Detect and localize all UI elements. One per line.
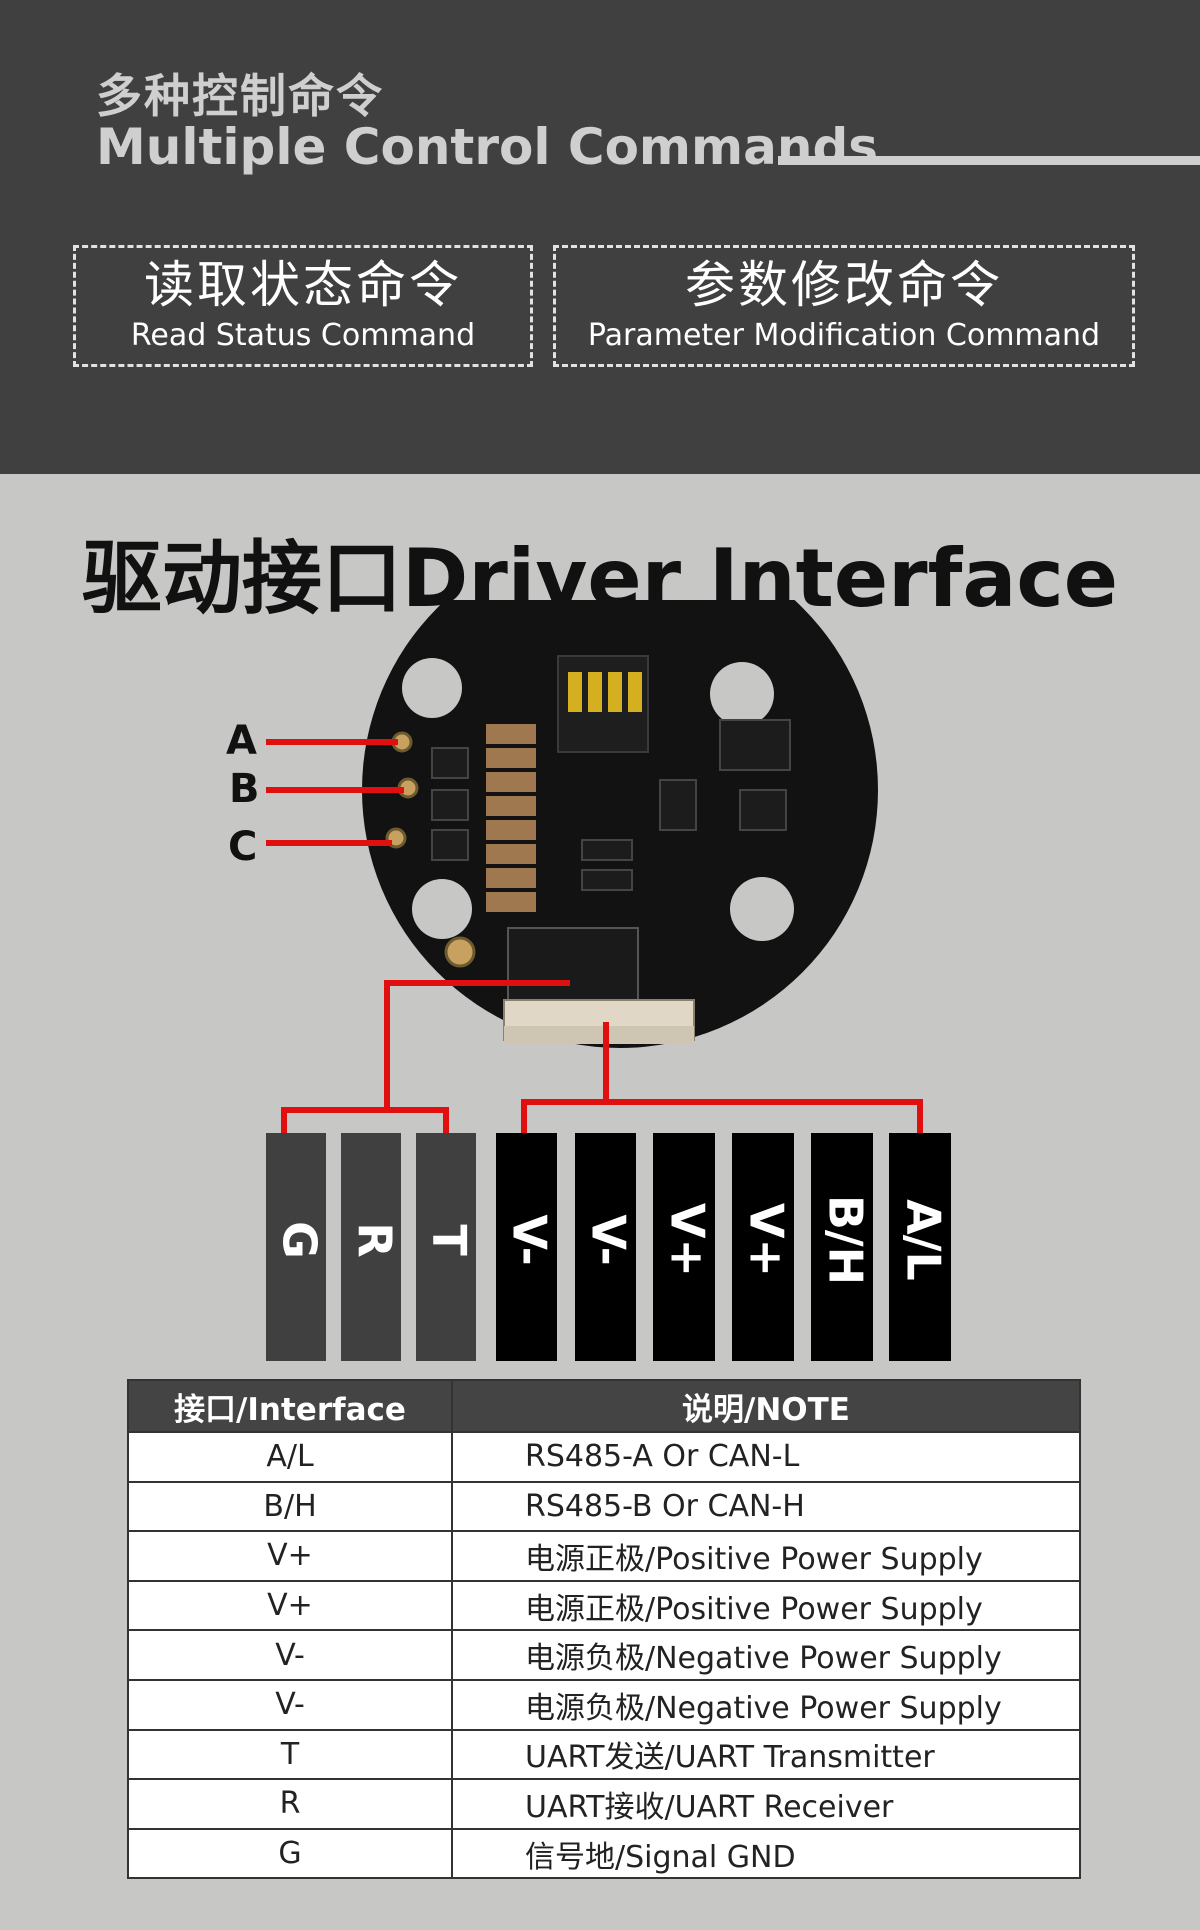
interface-cell: B/H bbox=[127, 1480, 453, 1533]
connector-pin-g bbox=[266, 1133, 326, 1361]
connector-pin-r bbox=[341, 1133, 401, 1361]
connector-pin-bh-label: B/H bbox=[819, 1195, 873, 1285]
phase-pin-c-label: C bbox=[228, 824, 257, 870]
header-banner: 多种控制命令 Multiple Control Commands 读取状态命令 … bbox=[0, 0, 1200, 474]
connector-pin-v-plus-1 bbox=[653, 1133, 715, 1361]
interface-cell: T bbox=[127, 1728, 453, 1781]
note-cell: UART发送/UART Transmitter bbox=[451, 1728, 1081, 1781]
read-status-command-box: 读取状态命令 Read Status Command bbox=[73, 245, 533, 367]
mounting-hole-icon bbox=[402, 658, 462, 718]
phase-pin-a-label: A bbox=[226, 718, 257, 764]
connector-pins: G R T V- V- V+ V+ B/H A/L bbox=[266, 1133, 951, 1361]
table-row: V- 电源负极/Negative Power Supply bbox=[127, 1629, 1081, 1681]
note-cell: 电源正极/Positive Power Supply bbox=[451, 1579, 1081, 1632]
header-cn-title: 多种控制命令 bbox=[96, 69, 384, 123]
connector-pin-v-minus-2 bbox=[575, 1133, 636, 1361]
note-cell: RS485-A Or CAN-L bbox=[451, 1431, 1081, 1483]
mounting-hole-icon bbox=[412, 879, 472, 939]
connector-pin-t-label: T bbox=[423, 1224, 477, 1256]
phase-pin-b-label: B bbox=[229, 766, 260, 812]
table-header-row: 接口/Interface 说明/NOTE bbox=[127, 1379, 1081, 1433]
note-cell: 电源负极/Negative Power Supply bbox=[451, 1678, 1081, 1731]
connector-pin-t bbox=[416, 1133, 476, 1361]
driver-board bbox=[362, 600, 878, 1048]
note-cell: 信号地/Signal GND bbox=[451, 1827, 1081, 1880]
table-row: A/L RS485-A Or CAN-L bbox=[127, 1431, 1081, 1483]
connector-pin-v-plus-1-label: V+ bbox=[661, 1203, 715, 1277]
phase-pin-labels: A B C bbox=[226, 718, 404, 870]
table-row: R UART接收/UART Receiver bbox=[127, 1778, 1081, 1830]
interface-cell: V- bbox=[127, 1678, 453, 1731]
note-cell: 电源负极/Negative Power Supply bbox=[451, 1629, 1081, 1681]
header-en-title: Multiple Control Commands bbox=[96, 118, 879, 176]
interface-cell: R bbox=[127, 1778, 453, 1830]
interface-cell: A/L bbox=[127, 1431, 453, 1483]
driver-board-diagram: A B C G R T V- V- V+ V+ B/H A/L bbox=[226, 600, 951, 1361]
mounting-hole-icon bbox=[730, 877, 794, 941]
connector-pin-v-minus-1 bbox=[496, 1133, 557, 1361]
interface-cell: V+ bbox=[127, 1579, 453, 1632]
connector-pin-v-plus-2-label: V+ bbox=[740, 1203, 794, 1277]
parameter-modification-en: Parameter Modification Command bbox=[587, 318, 1101, 353]
interface-column-header: 接口/Interface bbox=[127, 1379, 453, 1433]
title-rule bbox=[778, 156, 1200, 165]
connector-pin-g-label: G bbox=[273, 1221, 327, 1259]
interface-cell: V- bbox=[127, 1629, 453, 1681]
note-cell: 电源正极/Positive Power Supply bbox=[451, 1530, 1081, 1582]
table-row: B/H RS485-B Or CAN-H bbox=[127, 1480, 1081, 1533]
connector-pin-al bbox=[889, 1133, 951, 1361]
connector-pin-v-minus-2-label: V- bbox=[582, 1214, 636, 1265]
interface-cell: G bbox=[127, 1827, 453, 1880]
note-cell: RS485-B Or CAN-H bbox=[451, 1480, 1081, 1533]
read-status-en: Read Status Command bbox=[130, 318, 476, 353]
interface-table: 接口/Interface 说明/NOTE A/L RS485-A Or CAN-… bbox=[127, 1379, 1081, 1880]
connector-pin-bh bbox=[811, 1133, 873, 1361]
connector-pin-v-minus-1-label: V- bbox=[503, 1214, 557, 1265]
read-status-cn: 读取状态命令 bbox=[144, 256, 462, 314]
table-row: V+ 电源正极/Positive Power Supply bbox=[127, 1579, 1081, 1632]
parameter-modification-cn: 参数修改命令 bbox=[685, 256, 1003, 314]
table-row: V- 电源负极/Negative Power Supply bbox=[127, 1678, 1081, 1731]
connector-wiring bbox=[281, 980, 923, 1135]
parameter-modification-command-box: 参数修改命令 Parameter Modification Command bbox=[553, 245, 1135, 367]
connector-pin-al-label: A/L bbox=[897, 1199, 951, 1281]
connector-pin-v-plus-2 bbox=[732, 1133, 794, 1361]
connector-pin-r-label: R bbox=[348, 1222, 402, 1257]
note-column-header: 说明/NOTE bbox=[451, 1379, 1081, 1433]
note-cell: UART接收/UART Receiver bbox=[451, 1778, 1081, 1830]
table-row: T UART发送/UART Transmitter bbox=[127, 1728, 1081, 1781]
mounting-hole-icon bbox=[710, 662, 774, 726]
table-row: G 信号地/Signal GND bbox=[127, 1827, 1081, 1880]
table-row: V+ 电源正极/Positive Power Supply bbox=[127, 1530, 1081, 1582]
interface-cell: V+ bbox=[127, 1530, 453, 1582]
